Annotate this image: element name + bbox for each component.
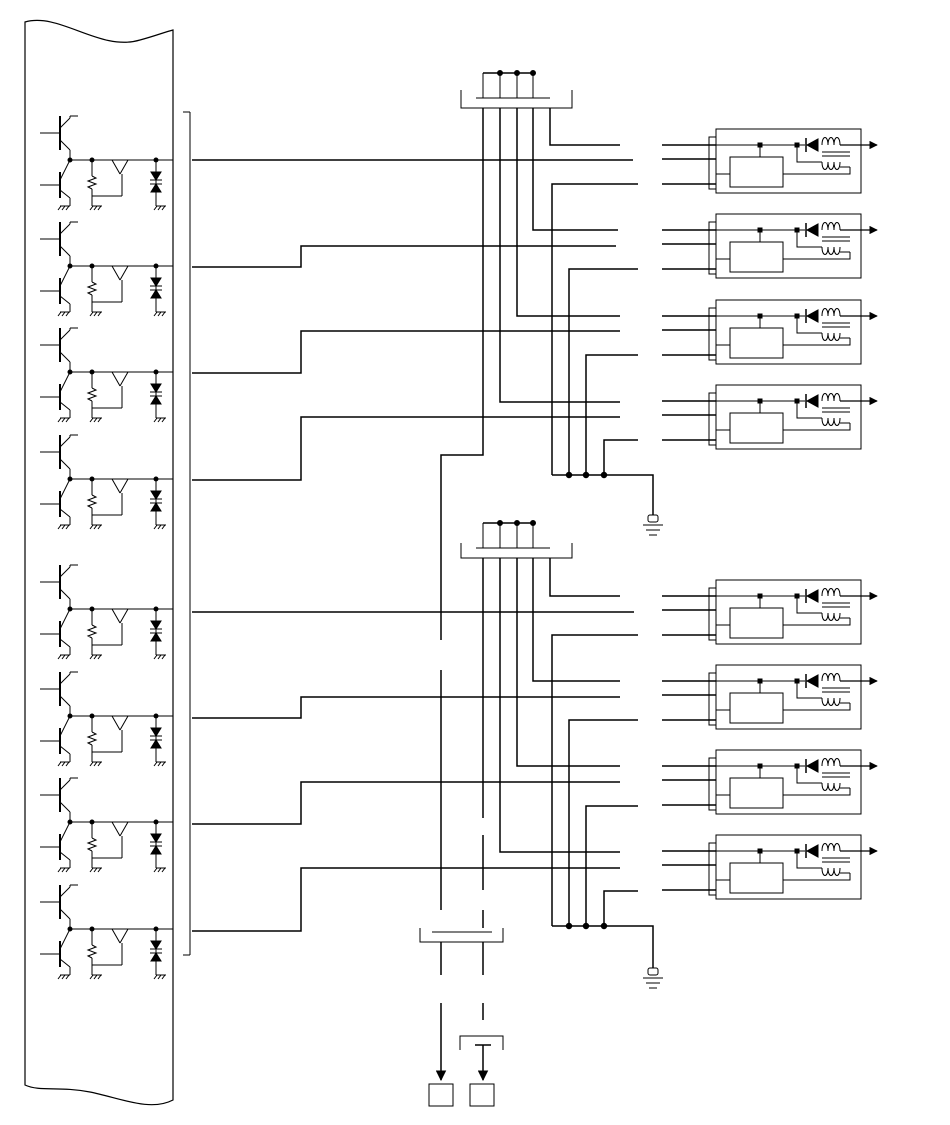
driver-stage-5 — [40, 565, 173, 659]
injector-module-8 — [662, 835, 878, 899]
ecu-housing — [25, 20, 173, 1104]
output-box-right — [470, 1084, 494, 1106]
connector-lower — [461, 521, 572, 559]
distribution-wires-lower — [192, 558, 653, 968]
connector-bottom — [420, 928, 503, 942]
output-connector — [460, 1036, 503, 1050]
driver-stage-2 — [40, 222, 173, 316]
connector-upper — [461, 71, 572, 109]
driver-stage-7 — [40, 778, 173, 872]
injector-module-6 — [662, 665, 878, 729]
injector-module-7 — [662, 750, 878, 814]
output-box-left — [429, 1084, 453, 1106]
bottom-wiring — [435, 670, 491, 1082]
injector-module-1 — [662, 129, 878, 193]
driver-stage-6 — [40, 672, 173, 766]
ground-symbol-lower — [643, 968, 663, 988]
driver-stage-8 — [40, 885, 173, 979]
driver-stage-4 — [40, 435, 173, 529]
ecu-output-connector — [183, 112, 190, 955]
injector-modules — [662, 129, 878, 899]
distribution-wires-upper — [192, 108, 653, 640]
ground-symbol-upper — [643, 515, 663, 535]
driver-stage-3 — [40, 328, 173, 422]
driver-stage-1 — [40, 116, 173, 210]
injector-module-5 — [662, 580, 878, 644]
injector-module-3 — [662, 300, 878, 364]
injector-module-4 — [662, 385, 878, 449]
driver-stages — [40, 116, 173, 979]
injector-module-2 — [662, 214, 878, 278]
